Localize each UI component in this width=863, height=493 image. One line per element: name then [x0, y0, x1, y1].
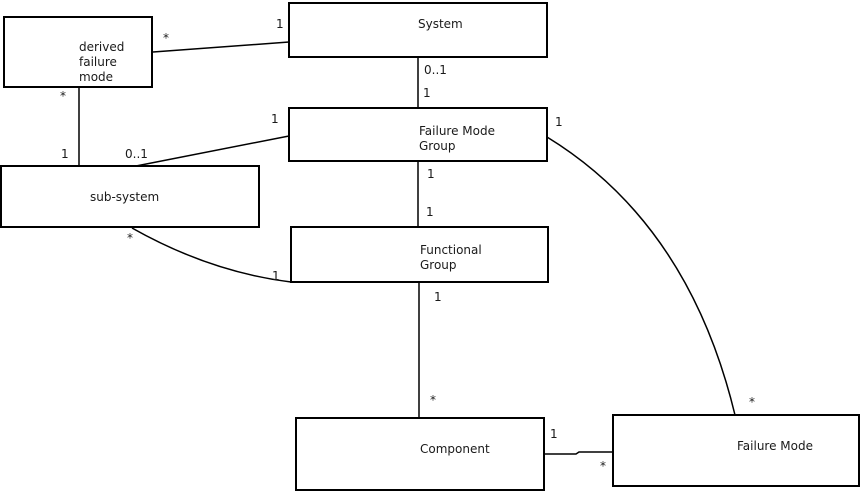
node-functional-group	[290, 226, 549, 283]
multiplicity-derived-failure-mode-to-system-star: *	[163, 31, 169, 45]
node-system-label: System	[418, 17, 463, 31]
node-failure-mode-label: Failure Mode	[737, 439, 813, 453]
node-failure-mode	[612, 414, 860, 487]
multiplicity-failure-mode-group-top-one: 1	[423, 86, 431, 100]
multiplicity-failure-mode-group-bottom-one: 1	[427, 167, 435, 181]
node-failure-mode-group	[288, 107, 548, 162]
edge-component-failure-mode	[545, 451, 613, 455]
node-failure-mode-group-label: Failure Mode Group	[419, 124, 495, 153]
multiplicity-sub-system-to-failure-mode-group-zero-one: 0..1	[125, 147, 148, 161]
multiplicity-failure-mode-top-star: *	[749, 395, 755, 409]
node-component-label: Component	[420, 442, 490, 456]
edge-sub-system-failure-mode-group	[135, 135, 290, 167]
multiplicity-functional-group-bottom-one: 1	[434, 290, 442, 304]
multiplicity-functional-group-left-one: 1	[272, 269, 280, 283]
edge-derived-failure-mode-system	[152, 41, 290, 53]
multiplicity-failure-mode-group-left-one: 1	[271, 112, 279, 126]
multiplicity-component-right-one: 1	[550, 427, 558, 441]
multiplicity-component-top-star: *	[430, 393, 436, 407]
node-functional-group-label: Functional Group	[420, 243, 482, 272]
node-component	[295, 417, 545, 491]
node-system	[288, 2, 548, 58]
node-sub-system	[0, 165, 260, 228]
multiplicity-failure-mode-group-right-one: 1	[555, 115, 563, 129]
multiplicity-failure-mode-left-star: *	[600, 459, 606, 473]
node-derived-failure-mode-label: derived failure mode	[79, 40, 125, 84]
node-derived-failure-mode	[3, 16, 153, 88]
multiplicity-sub-system-end-one: 1	[61, 147, 69, 161]
multiplicity-system-end-one: 1	[276, 17, 284, 31]
edge-sub-system-functional-group	[131, 227, 292, 283]
edge-failure-mode-group-failure-mode	[546, 136, 736, 416]
multiplicity-functional-group-top-one: 1	[426, 205, 434, 219]
multiplicity-system-to-failure-mode-group-zero-one: 0..1	[424, 63, 447, 77]
multiplicity-derived-failure-mode-to-sub-system-star: *	[60, 89, 66, 103]
node-sub-system-label: sub-system	[90, 190, 160, 204]
multiplicity-sub-system-to-functional-group-star: *	[127, 231, 133, 245]
